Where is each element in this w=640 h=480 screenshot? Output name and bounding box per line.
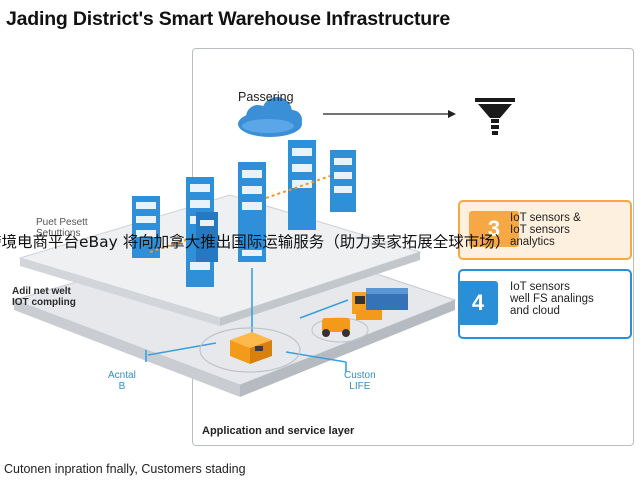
card-badge: 3 <box>469 211 519 247</box>
cloud-label: Passering <box>238 90 294 104</box>
left-label-upper: Puet Pesett Setuttions <box>36 217 88 239</box>
warehouse-robot <box>322 288 408 337</box>
iot-card-4: 4 IoT sensors well FS analings and cloud <box>458 269 632 339</box>
floor-zone-ring <box>199 327 301 373</box>
cloud-icon <box>238 97 302 137</box>
storage-racks <box>132 140 356 287</box>
page-title: Jading District's Smart Warehouse Infras… <box>6 8 451 30</box>
rack-6 <box>330 150 356 212</box>
news-headline-overlay: 跨境电商平台eBay 将向加拿大推出国际运输服务（助力卖家拓展全球市场） <box>0 233 511 251</box>
footer-caption: Cutonen inpration fnally, Customers stad… <box>4 462 246 476</box>
funnel-icon <box>475 98 515 135</box>
bottom-label-right: Custon LIFE <box>344 370 376 392</box>
data-flow-dashes <box>149 175 331 253</box>
rack-3 <box>196 212 218 262</box>
rack-4 <box>238 162 266 262</box>
arrow-right-icon <box>323 110 456 118</box>
left-label-middle: Adil net welt IOT compling <box>12 286 76 308</box>
rack-1 <box>132 196 160 258</box>
iot-card-3: 3 IoT sensors & IoT sensors analytics <box>458 200 632 260</box>
card-text: IoT sensors well FS analings and cloud <box>510 281 594 317</box>
bottom-label-left: Acntal B <box>108 370 136 392</box>
card-text: IoT sensors & IoT sensors analytics <box>510 212 581 248</box>
layer-label: Application and service layer <box>202 425 355 437</box>
package-box <box>230 332 272 364</box>
card-badge: 4 <box>458 281 498 325</box>
